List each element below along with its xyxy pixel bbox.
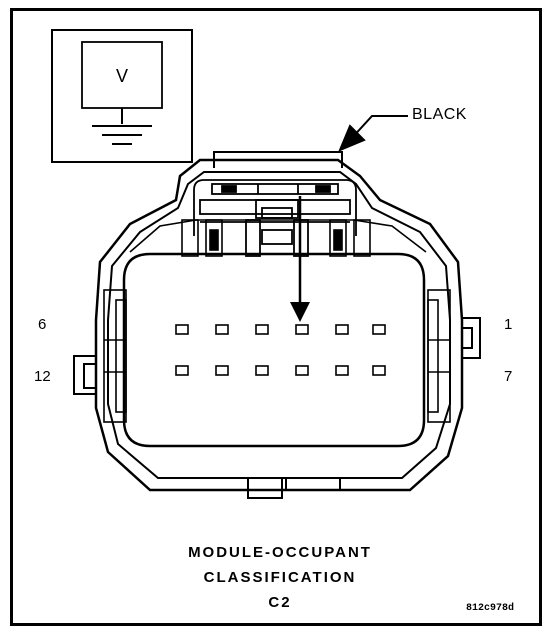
pin-cavities <box>175 324 386 376</box>
cavity-7 <box>372 365 386 376</box>
diagram-frame <box>10 8 542 626</box>
connector-housing <box>73 151 481 499</box>
connector-title-line-2: CLASSIFICATION <box>203 569 357 586</box>
figure-code: 812c978d <box>466 603 515 614</box>
wire-leader <box>338 115 408 152</box>
pin-label-6: 6 <box>38 316 47 333</box>
cavity-1 <box>372 324 386 335</box>
cavity-8 <box>335 365 349 376</box>
connector-title-line-1: MODULE-OCCUPANT <box>188 544 372 561</box>
cavity-3 <box>295 324 309 335</box>
cavity-12 <box>175 365 189 376</box>
cavity-11 <box>215 365 229 376</box>
pin-label-7: 7 <box>504 368 513 385</box>
probe-arrow <box>290 196 310 322</box>
connector-title-line-3: C2 <box>268 594 292 611</box>
cavity-4 <box>255 324 269 335</box>
cavity-6 <box>175 324 189 335</box>
cavity-2 <box>335 324 349 335</box>
wire-color-label: BLACK <box>412 106 467 123</box>
cavity-10 <box>255 365 269 376</box>
housing-ribs <box>103 219 451 423</box>
cavity-9 <box>295 365 309 376</box>
cavity-5 <box>215 324 229 335</box>
pin-face <box>122 252 426 448</box>
pin-label-12: 12 <box>34 368 51 385</box>
voltmeter-symbol-label: V <box>116 66 129 86</box>
pin-label-1: 1 <box>504 316 513 333</box>
voltmeter-symbol <box>51 29 193 163</box>
